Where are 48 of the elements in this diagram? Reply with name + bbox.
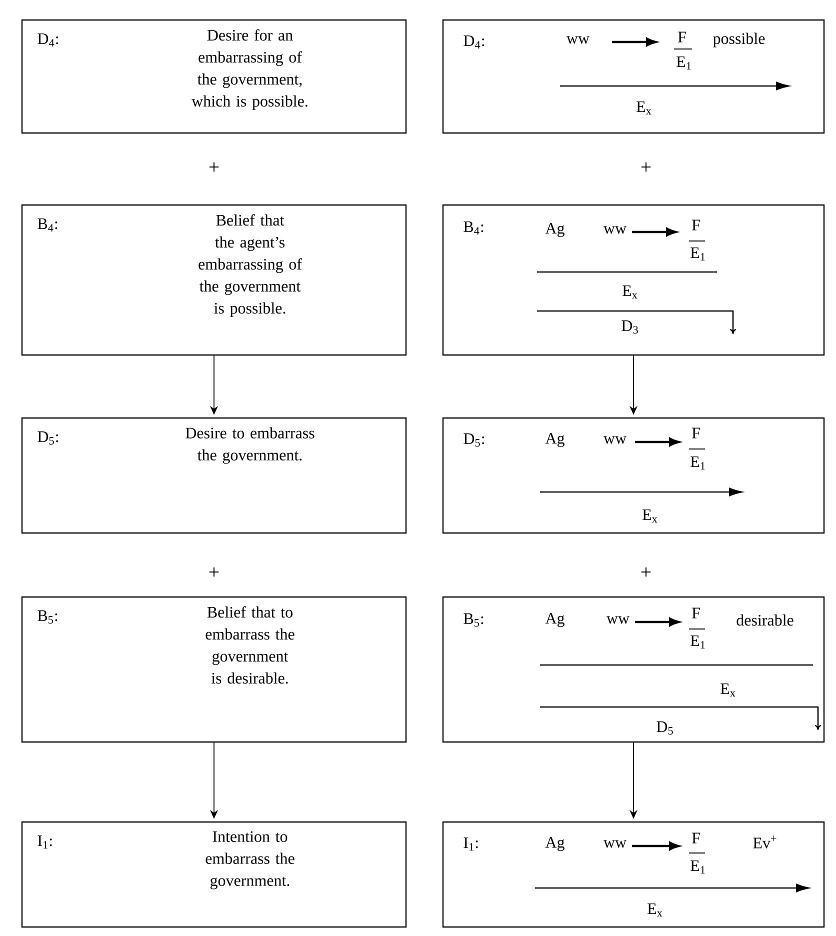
statement-label: B$_{5}$: [38, 610, 58, 624]
statement-text: Belief that the agent’s embarrassing of the government is possible. [198, 214, 302, 317]
formula-symbol: Ag [545, 433, 564, 447]
formula-symbol: Ag [545, 613, 564, 627]
formula-symbol: ww [606, 616, 630, 624]
formula-symbol: E$_{x}$ [622, 285, 638, 299]
plus-sign: + [641, 162, 651, 172]
formula-symbol: D$_{3}$ [622, 320, 638, 334]
formula-symbol: ww [603, 840, 626, 848]
statement-label: D$_{5}$: [38, 431, 58, 445]
formula-symbol: E$_{x}$ [642, 509, 658, 523]
statement-label: D$_{4}$: [38, 33, 58, 47]
formula-symbol: E$_{1}$ [690, 860, 705, 874]
formula-symbol: F [678, 32, 686, 42]
formula-symbol: ww [566, 36, 590, 44]
statement-label: B$_{4}$: [464, 221, 484, 235]
statement-label: B$_{5}$: [464, 613, 484, 627]
formula-symbol: E$_{x}$ [720, 683, 736, 697]
formula-symbol: F [692, 608, 700, 618]
formula-symbol: F [692, 428, 700, 438]
formula-symbol: E$_{1}$ [690, 635, 705, 649]
formula-symbol: Ev$^{+}$ [753, 836, 776, 848]
statement-text: Desire for an embarrassing of the government, which is possible. [192, 29, 308, 110]
formula-symbol: possible [713, 32, 765, 48]
formula-symbol: E$_{1}$ [690, 247, 705, 261]
statement-text: Belief that to embarrass the government is desirable. [206, 606, 294, 684]
formula-symbol: Ag [545, 837, 564, 852]
plus-sign: + [209, 567, 219, 577]
plus-sign: + [209, 162, 219, 172]
formula-symbol: desirable [736, 614, 794, 626]
statement-label: D$_{5}$: [464, 433, 484, 447]
statement-text: Intention to embarrass the government. [206, 831, 294, 890]
plus-sign: + [641, 567, 651, 577]
formula-symbol: E$_{1}$ [690, 456, 705, 470]
formula-symbol: ww [603, 436, 626, 444]
formula-symbol: E$_{x}$ [648, 903, 662, 917]
formula-symbol: Ag [545, 223, 564, 237]
statement-label: I$_{1}$: [464, 837, 478, 851]
statement-label: I$_{1}$: [38, 835, 52, 849]
formula-symbol: E$_{x}$ [636, 101, 652, 115]
formula-symbol: F [692, 832, 700, 844]
formula-symbol: E$_{1}$ [676, 56, 691, 70]
formula-symbol: ww [603, 226, 626, 234]
statement-text: Desire to embarrass the government. [186, 427, 314, 464]
formula-symbol: F [692, 220, 700, 230]
formula-symbol: D$_{5}$ [656, 721, 673, 735]
statement-label: D$_{4}$: [464, 35, 484, 49]
statement-label: B$_{4}$: [38, 218, 58, 232]
